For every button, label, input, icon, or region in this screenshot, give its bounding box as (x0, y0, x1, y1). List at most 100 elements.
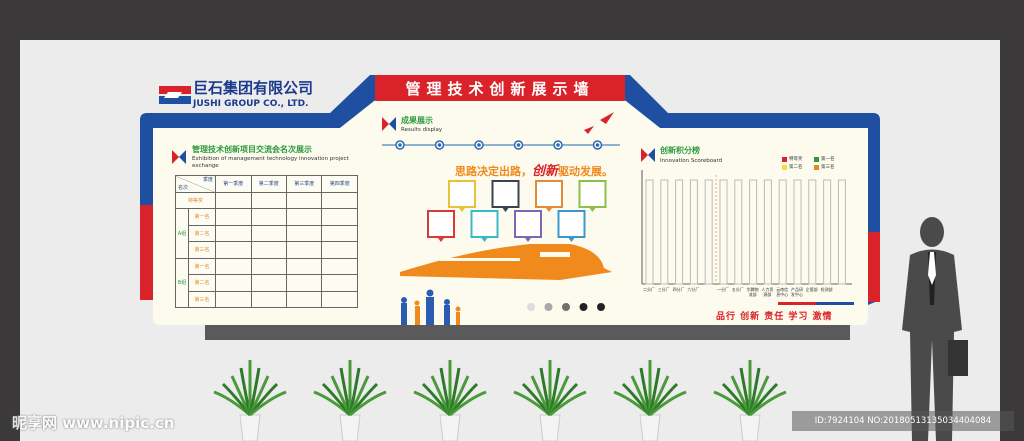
right-section-title: 创新积分榜 (660, 146, 700, 155)
column-header: 第四季度 (321, 175, 358, 193)
x-label: 云南信息中心 (776, 287, 789, 297)
photo-frame (578, 180, 607, 208)
plant-leaf (249, 390, 287, 417)
left-section-subtitle: Exhibition of management technology inno… (192, 156, 349, 169)
scoreboard-bar (734, 179, 743, 285)
right-red-strip (868, 232, 880, 302)
table-row: 第二名 (176, 274, 358, 292)
carousel-dot (597, 303, 605, 311)
column-header: 第一季度 (215, 175, 252, 193)
potted-plant (213, 360, 287, 441)
scoreboard-bar (808, 179, 817, 285)
x-label: 三分厂 (657, 287, 670, 292)
table-header-row: 季度名次 第一季度 第二季度 第三季度 第四季度 (174, 175, 358, 193)
motto-bar-red (778, 302, 816, 305)
scoreboard-bar (778, 179, 787, 285)
photo-frame (557, 210, 586, 238)
table-row: 第二名 (176, 224, 358, 242)
photo-frame-pointer (589, 208, 596, 212)
potted-plant (613, 360, 687, 441)
plant-pot (539, 414, 561, 441)
logo-mark (159, 86, 191, 104)
photo-frame (470, 210, 499, 238)
photo-frame-pointer (525, 238, 531, 242)
plant-leaf (749, 390, 787, 417)
middle-section-subtitle: Results display (401, 127, 443, 133)
plants (213, 360, 787, 441)
timeline-point-core (516, 143, 521, 147)
left-red-strip (140, 205, 153, 300)
carousel-dot (562, 303, 570, 311)
slogan-highlight: 创新 (532, 164, 559, 179)
photo-frame-pointer (546, 208, 552, 212)
page-title: 管理技术创新展示墙 (375, 75, 625, 101)
left-section-title: 管理技术创新项目交流会名次展示 (192, 145, 312, 154)
slogan: 思路决定出路，创新驱动发展。 (455, 160, 613, 179)
plant-leaf (349, 390, 387, 417)
photo-frame (448, 180, 476, 208)
timeline-point-core (595, 143, 600, 147)
scoreboard-bar (763, 179, 772, 285)
company-logo-en: JUSHI GROUP CO., LTD. (193, 99, 309, 109)
legend-label: 第二名 (789, 165, 803, 170)
table-row: 第三名 (176, 290, 358, 308)
carousel-dot (544, 303, 553, 311)
carousel-dot (579, 303, 588, 311)
column-header: 第二季度 (250, 175, 288, 193)
timeline-points (395, 140, 603, 150)
carousel-dot (527, 303, 535, 311)
photo-frame-pointer (438, 238, 444, 242)
x-label: 四分厂 (672, 287, 685, 292)
plant-pot (339, 414, 361, 441)
row-label: 第一名 (187, 257, 217, 275)
plant-pot (439, 414, 461, 441)
plant-leaf (449, 390, 487, 417)
x-label: 一分厂 (717, 287, 729, 292)
runners-graphic (401, 289, 461, 325)
motto: 品行 创新 责任 学习 激情 (716, 312, 833, 322)
photo-frame-pointer (459, 208, 465, 212)
potted-plant (713, 360, 787, 441)
scoreboard-bar (660, 179, 669, 285)
scoreboard-bar (823, 179, 832, 285)
section-icon-left (172, 150, 186, 164)
scoreboard-bar (704, 179, 713, 285)
timeline-point-core (437, 143, 442, 147)
legend-item: 第三名 (814, 165, 846, 170)
section-icon-right (641, 148, 655, 162)
legend-label: 第三名 (821, 165, 835, 170)
corner-top: 季度 (203, 177, 214, 183)
table-row: 第三名 (176, 241, 358, 259)
plant-pot (639, 414, 661, 441)
photo-frame (535, 180, 563, 208)
photo-frame (514, 210, 542, 238)
plant-leaf (649, 390, 687, 417)
x-label: 人力资源部 (761, 287, 774, 297)
column-header: 第三季度 (285, 175, 323, 193)
timeline-point-core (477, 143, 481, 147)
table-row: B组第一名 (175, 257, 358, 308)
legend-item: 第二名 (782, 165, 814, 170)
x-label: 五分厂 (731, 287, 744, 292)
photo-frame-pointer (568, 238, 575, 242)
scoreboard-bar (749, 179, 758, 285)
x-label: 检测部 (820, 287, 833, 292)
row-label: 第二名 (187, 224, 217, 242)
scoreboard-legend: 特等奖 第一名 第二名 第三名 (782, 157, 846, 170)
section-icon-middle (382, 117, 396, 131)
scoreboard-bar (837, 179, 846, 285)
timeline-point-core (398, 143, 402, 147)
photo-frame-pointer (481, 238, 488, 242)
scoreboard-bar (793, 179, 802, 285)
businessman-silhouette (902, 217, 968, 441)
potted-plant (313, 360, 387, 441)
train-graphic (400, 244, 612, 280)
slogan-part: 驱动发展。 (558, 165, 614, 178)
table-row: A组第一名 (175, 208, 358, 259)
timeline-point-core (556, 143, 560, 147)
photo-frame-pointer (502, 208, 509, 212)
carousel-dots (527, 303, 605, 311)
x-label: 六分厂 (687, 287, 700, 292)
row-label: 第三名 (187, 241, 217, 259)
x-label: 产品研发中心 (791, 287, 803, 297)
